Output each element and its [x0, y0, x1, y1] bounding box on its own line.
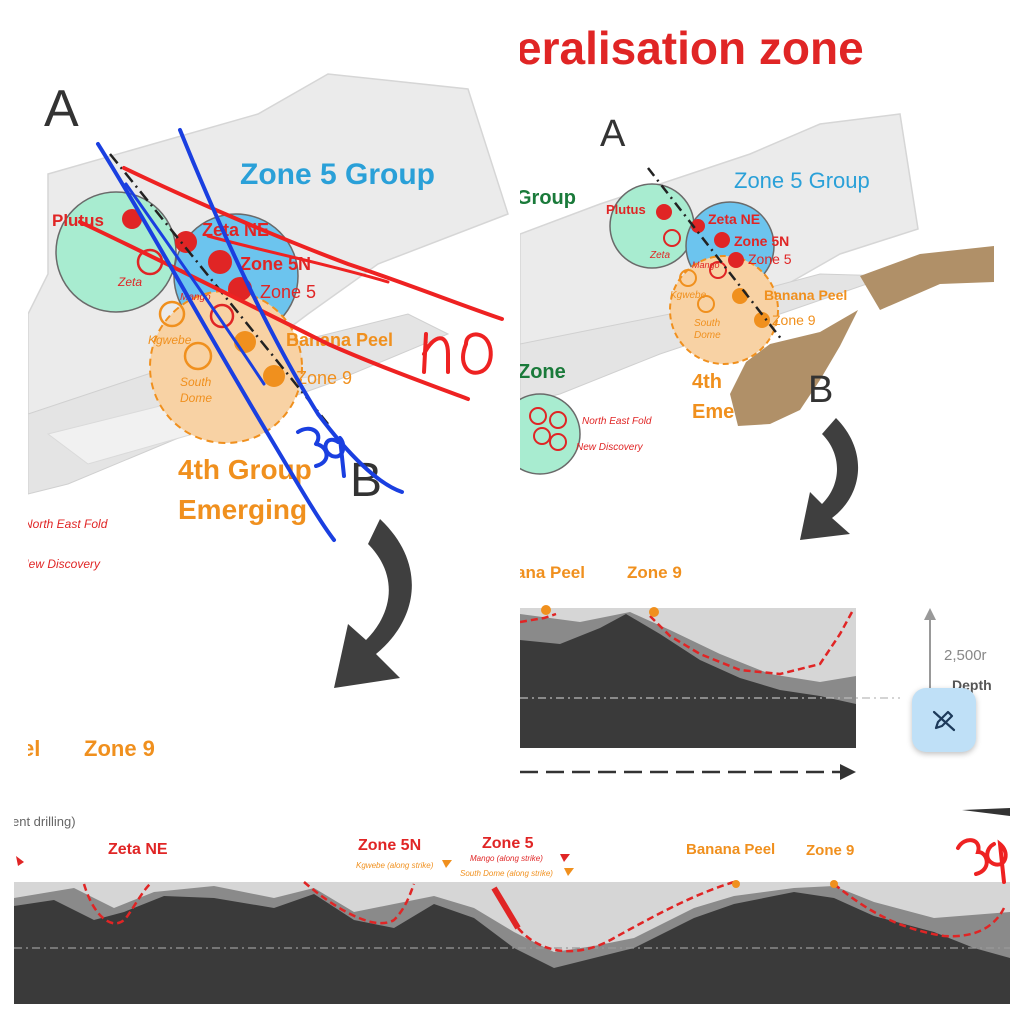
kgwebe-ring	[158, 300, 186, 328]
dome-label: Dome	[694, 330, 721, 341]
south-dome-ring	[697, 295, 715, 313]
marker-arrow-icon	[560, 854, 570, 862]
handwritten-annotation	[956, 838, 1008, 884]
section-header: ent drilling)	[14, 814, 76, 829]
zeta-ne-label: Zeta NE	[708, 211, 760, 227]
kgwebe-circle	[669, 255, 779, 365]
plutus-label: Plutus	[52, 211, 104, 230]
section-banana-label: ana Peel	[520, 563, 585, 582]
south-dome-strike-label: South Dome (along strike)	[460, 869, 553, 878]
new-discovery-label: New Discovery	[28, 557, 101, 571]
zone9-dot	[754, 312, 770, 328]
label-b: B	[350, 454, 382, 507]
zone5n-dot	[714, 232, 730, 248]
group-partial-label: Group	[520, 187, 576, 209]
zone5-label: Zone 5	[482, 835, 534, 852]
dome-label: Dome	[180, 391, 212, 405]
zone5-label: Zone 5	[748, 251, 792, 267]
kgwebe-strike-label: Kgwebe (along strike)	[356, 861, 434, 870]
tan-area	[860, 246, 994, 310]
cross-section-panel: ent drilling) Zeta NE Zone 5N Zone 5 Kgw…	[14, 808, 1010, 1004]
zone9-label: Zone 9	[806, 842, 854, 859]
new-discovery-ring	[529, 407, 547, 425]
zone5n-label: Zone 5N	[734, 233, 789, 249]
group4-line2: Emerging	[178, 494, 307, 525]
banana-peel-label: Banana Peel	[764, 287, 847, 303]
north-east-fold-label: North East Fold	[582, 416, 652, 427]
zeta-label: Zeta	[649, 250, 670, 261]
kgwebe-label: Kgwebe	[670, 290, 707, 301]
marker-arrow-icon	[16, 856, 24, 866]
mango-ring	[209, 303, 235, 329]
zeta-ne-label: Zeta NE	[108, 841, 168, 858]
zone9-dot	[263, 365, 285, 387]
zeta-ne-dot	[175, 231, 197, 253]
zeta-ring	[663, 229, 681, 247]
marker-arrow-icon	[564, 868, 574, 876]
scale-bar-arrow	[520, 764, 856, 780]
depth-scale	[924, 608, 936, 694]
section-zone9-label: Zone 9	[627, 563, 682, 582]
kgwebe-circle	[149, 290, 303, 444]
new-discovery-ring	[549, 411, 567, 429]
mango-label: Mango	[692, 260, 720, 270]
south-label: South	[694, 318, 721, 329]
map-right-svg: eralisation zone A B Group Zone 5 Group …	[520, 22, 994, 780]
zeta-ne-dot	[691, 219, 705, 233]
mango-ring	[709, 261, 727, 279]
label-a: A	[600, 113, 626, 155]
south-label: South	[180, 375, 212, 389]
annotation-toggle-button[interactable]	[912, 688, 976, 752]
zone5-group-label: Zone 5 Group	[734, 168, 870, 193]
pen-off-icon	[932, 710, 956, 732]
zone5n-label: Zone 5N	[358, 837, 421, 854]
banana-peel-dot	[732, 288, 748, 304]
section-title: eralisation zone	[520, 22, 864, 74]
zone5n-dot	[208, 250, 232, 274]
plutus-dot	[656, 204, 672, 220]
map-panel-left: A B Zone 5 Group Plutus Zeta Zeta NE Zon…	[28, 14, 518, 780]
new-discovery-label: New Discovery	[576, 442, 644, 453]
new-discovery-ring	[549, 433, 567, 451]
group4-line2: Eme	[692, 401, 734, 423]
depth-value-label: 2,500r	[944, 647, 987, 664]
cross-section	[520, 605, 900, 748]
kgwebe-ring	[679, 269, 697, 287]
zone-partial-label: Zone	[520, 361, 566, 383]
label-a: A	[44, 80, 79, 138]
group4-line1: 4th	[692, 371, 722, 393]
mango-strike-label: Mango (along strike)	[470, 854, 543, 863]
tan-area	[730, 310, 858, 426]
zone9-label: Zone 9	[772, 312, 816, 328]
bottom-peel-label: el	[28, 736, 40, 761]
cross-section-svg: ent drilling) Zeta NE Zone 5N Zone 5 Kgw…	[14, 808, 1010, 1004]
mango-label: Mango	[180, 292, 211, 303]
zeta-label: Zeta	[117, 275, 142, 289]
curved-arrow-icon	[334, 519, 412, 688]
bottom-zone9-label: Zone 9	[84, 736, 155, 761]
cross-section	[14, 880, 1010, 1004]
zone5-label: Zone 5	[260, 282, 316, 302]
map-left-svg: A B Zone 5 Group Plutus Zeta Zeta NE Zon…	[28, 73, 509, 761]
banana-peel-label: Banana Peel	[686, 841, 775, 858]
zone5-dot	[728, 252, 744, 268]
zone9-label: Zone 9	[296, 368, 352, 388]
kgwebe-label: Kgwebe	[148, 333, 192, 347]
north-east-fold-label: North East Fold	[28, 517, 108, 531]
new-discovery-ring	[533, 427, 551, 445]
curved-arrow-icon	[800, 418, 859, 540]
marker-arrow-icon	[442, 860, 452, 868]
handwritten-annotation	[78, 128, 504, 542]
label-b: B	[808, 369, 833, 411]
zone5n-label: Zone 5N	[240, 254, 311, 274]
plutus-dot	[122, 209, 142, 229]
south-dome-ring	[183, 341, 213, 371]
section-line-ab	[647, 167, 783, 341]
group4-line1: 4th Group	[178, 454, 312, 485]
top-right-marker	[962, 808, 1010, 816]
map-panel-right: eralisation zone A B Group Zone 5 Group …	[520, 14, 994, 780]
plutus-label: Plutus	[606, 202, 646, 217]
zone5-group-label: Zone 5 Group	[240, 158, 435, 191]
